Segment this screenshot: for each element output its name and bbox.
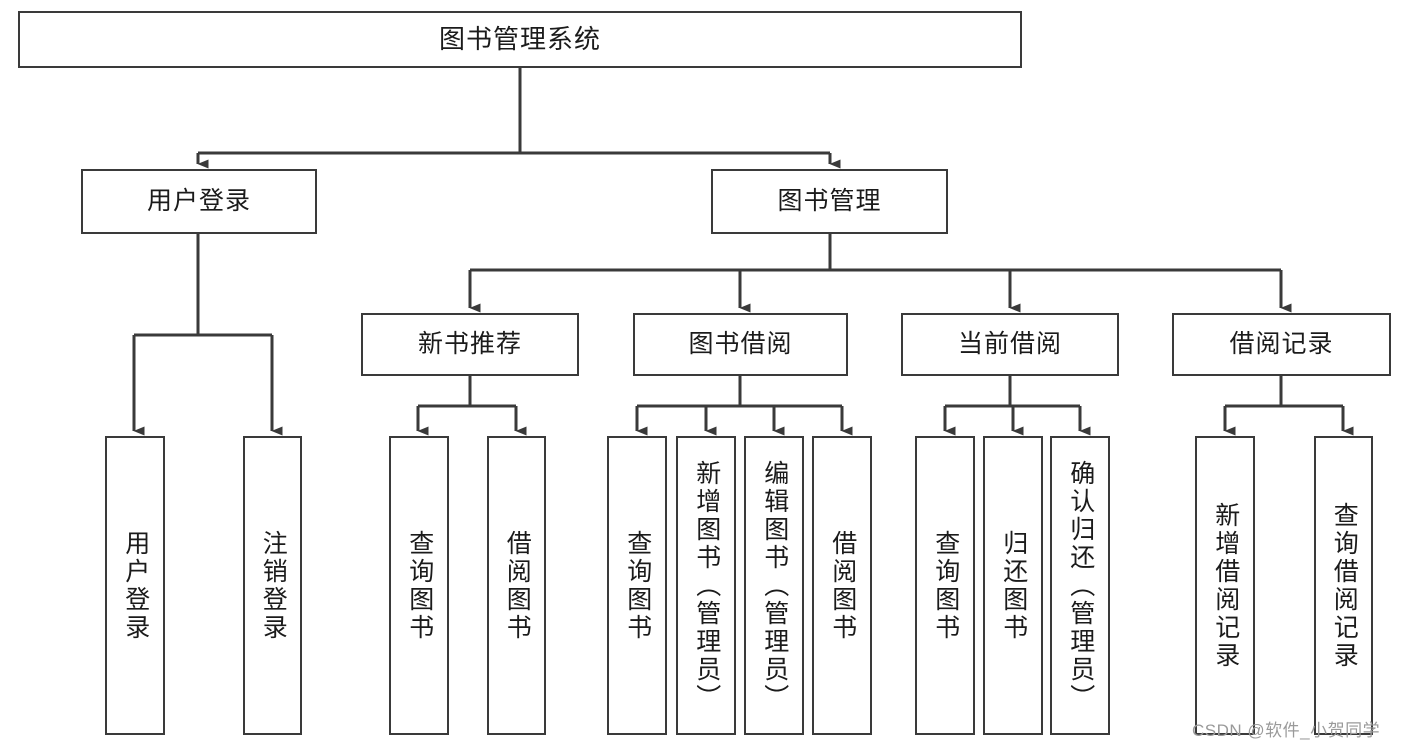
leaf-borrow-book[interactable]: 借阅图书 [812, 436, 872, 735]
leaf-query-book-borrow[interactable]: 查询图书 [607, 436, 667, 735]
node-borrow-record[interactable]: 借阅记录 [1172, 313, 1391, 376]
leaf-query-borrow-record[interactable]: 查询借阅记录 [1314, 436, 1373, 735]
node-book-management[interactable]: 图书管理 [711, 169, 948, 234]
node-current-borrow[interactable]: 当前借阅 [901, 313, 1119, 376]
leaf-confirm-return-admin[interactable]: 确认归还（管理员） [1050, 436, 1110, 735]
node-book-borrow[interactable]: 图书借阅 [633, 313, 848, 376]
leaf-borrow-book-newrec[interactable]: 借阅图书 [487, 436, 546, 735]
node-user-login[interactable]: 用户登录 [81, 169, 317, 234]
leaf-add-borrow-record[interactable]: 新增借阅记录 [1195, 436, 1255, 735]
leaf-query-book-current[interactable]: 查询图书 [915, 436, 975, 735]
csdn-watermark: CSDN @软件_小贺同学 [1192, 721, 1381, 740]
leaf-add-book-admin[interactable]: 新增图书（管理员） [676, 436, 736, 735]
leaf-query-book-newrec[interactable]: 查询图书 [389, 436, 449, 735]
leaf-user-login[interactable]: 用户登录 [105, 436, 165, 735]
leaf-return-book[interactable]: 归还图书 [983, 436, 1043, 735]
leaf-logout[interactable]: 注销登录 [243, 436, 302, 735]
leaf-edit-book-admin[interactable]: 编辑图书（管理员） [744, 436, 804, 735]
node-new-book-recommend[interactable]: 新书推荐 [361, 313, 579, 376]
node-root-system[interactable]: 图书管理系统 [18, 11, 1022, 68]
